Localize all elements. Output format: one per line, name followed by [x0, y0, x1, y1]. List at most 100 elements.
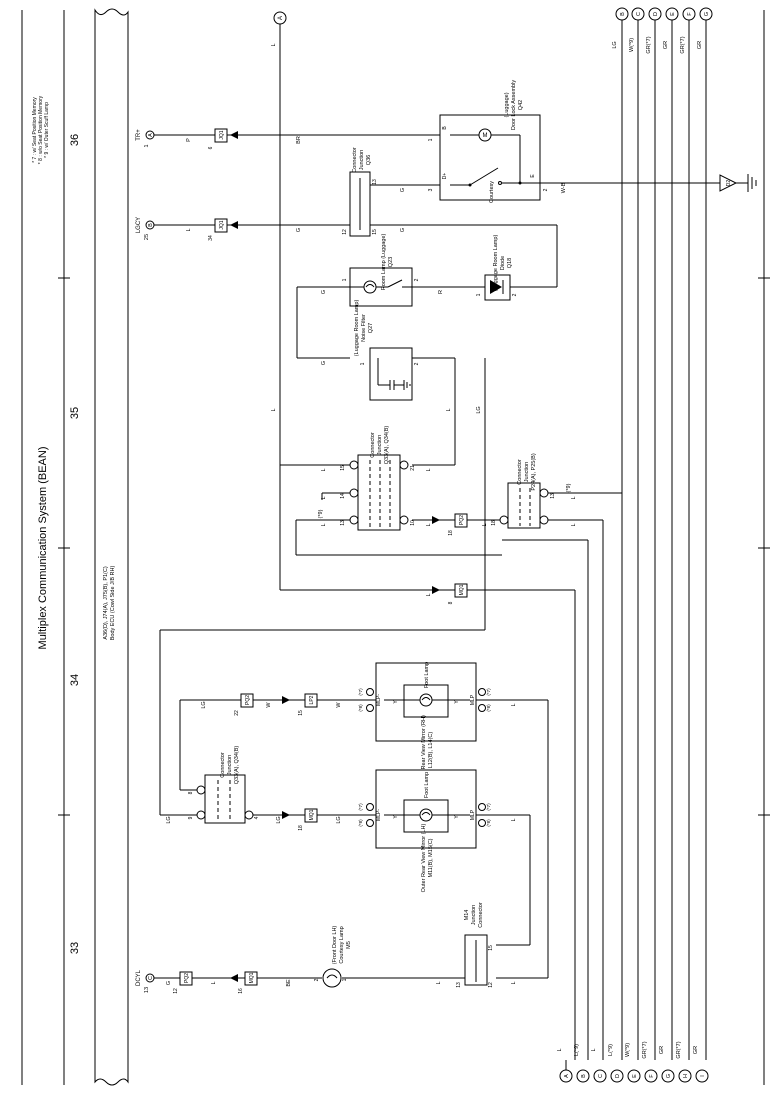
svg-text:4: 4 [254, 816, 260, 819]
connector-pq2-12: PQ2 12 [173, 971, 193, 994]
svg-text:Q23: Q23 [388, 257, 394, 267]
svg-text:C: C [636, 12, 642, 16]
svg-text:GR: GR [663, 41, 669, 49]
svg-text:14: 14 [340, 493, 346, 499]
svg-text:3: 3 [428, 188, 434, 191]
svg-text:(Front Door LH): (Front Door LH) [332, 926, 338, 965]
svg-text:MQ1: MQ1 [249, 972, 255, 983]
svg-text:LG: LG [276, 816, 282, 823]
svg-text:PQ2: PQ2 [459, 515, 465, 525]
top-terminal-a: A [273, 11, 287, 25]
svg-text:LG: LG [201, 701, 207, 708]
svg-text:GR(*7): GR(*7) [676, 1041, 682, 1058]
connector-mq1-16: MQ1 16 [238, 971, 258, 994]
svg-text:(*8): (*8) [358, 819, 363, 827]
grid-number-33: 33 [69, 942, 81, 954]
svg-text:C: C [598, 1074, 604, 1078]
svg-text:(*7): (*7) [486, 688, 491, 696]
svg-text:G: G [321, 290, 327, 294]
svg-text:DCYL: DCYL [136, 969, 142, 986]
svg-text:Q18: Q18 [507, 258, 513, 268]
svg-text:12: 12 [173, 988, 179, 994]
svg-text:PQ2: PQ2 [245, 695, 251, 705]
svg-text:18: 18 [491, 520, 497, 526]
svg-text:MLP-: MLP- [376, 809, 382, 821]
svg-text:15: 15 [372, 229, 378, 235]
outer-mirror-lh-m11: Foot Lamp M11(B), M15(C) Outer Rear View… [358, 769, 491, 893]
svg-text:L: L [511, 703, 517, 706]
svg-text:GR: GR [693, 1046, 699, 1054]
svg-text:1: 1 [342, 978, 348, 981]
connector-lp2-15: LP2 15 [298, 693, 318, 716]
svg-text:2: 2 [314, 978, 320, 981]
svg-text:Q36: Q36 [366, 155, 372, 165]
footnote-7: * 7 : w/ Seat Position Memory [32, 97, 38, 163]
svg-text:Q42: Q42 [518, 100, 524, 110]
room-lamp-q23: Q23 Room Lamp (Luggage) 1 2 [342, 234, 420, 307]
svg-text:Junction: Junction [524, 462, 530, 483]
svg-text:Connector: Connector [370, 432, 376, 458]
svg-text:W(*9): W(*9) [625, 1043, 631, 1057]
svg-text:13: 13 [550, 493, 556, 499]
svg-text:L: L [186, 228, 192, 231]
svg-text:BR: BR [296, 136, 302, 144]
svg-text:D+: D+ [442, 173, 448, 180]
connector-arrows [230, 131, 440, 982]
svg-text:A: A [564, 1074, 570, 1078]
outer-mirror-rh-l12: Foot Lamp L12(B), L14(C) Outer Rear View… [358, 662, 491, 785]
svg-text:G: G [400, 188, 406, 192]
svg-text:W(*9): W(*9) [629, 38, 635, 52]
svg-text:Q33(A), Q34(B): Q33(A), Q34(B) [234, 746, 240, 785]
junction-connector-q36: Q36 Junction Connector 13 15 12 [342, 147, 378, 237]
svg-text:MQ1: MQ1 [309, 809, 315, 820]
svg-text:L: L [321, 523, 327, 526]
svg-text:10: 10 [410, 520, 416, 526]
svg-text:Foot Lamp: Foot Lamp [424, 662, 430, 688]
page-title: Multiplex Communication System (BEAN) [37, 447, 49, 650]
svg-text:D2: D2 [726, 180, 732, 187]
svg-text:1: 1 [428, 138, 434, 141]
grid-number-34: 34 [69, 674, 81, 686]
svg-text:P: P [186, 138, 192, 142]
svg-text:MQ1: MQ1 [459, 584, 465, 595]
svg-text:8: 8 [188, 791, 194, 794]
svg-text:Room Lamp (Luggage): Room Lamp (Luggage) [381, 234, 387, 291]
svg-text:E: E [632, 1074, 638, 1078]
svg-text:LP2: LP2 [309, 695, 315, 704]
svg-text:1: 1 [342, 278, 348, 281]
svg-text:M14: M14 [464, 910, 470, 921]
bottom-bus-terminals: A B C D E F G H I L L(*9) L L(*9) W(*9) … [557, 1041, 709, 1083]
svg-text:Outer Rear View Mirror (LH): Outer Rear View Mirror (LH) [421, 824, 427, 893]
svg-text:L: L [321, 468, 327, 471]
svg-text:GR: GR [697, 41, 703, 49]
svg-text:(Luggage): (Luggage) [504, 92, 510, 117]
svg-text:Junction: Junction [359, 150, 365, 171]
svg-text:L: L [211, 981, 217, 984]
svg-text:L: L [571, 523, 577, 526]
svg-text:P24(A), P25(B): P24(A), P25(B) [531, 453, 537, 490]
svg-text:L: L [511, 981, 517, 984]
svg-text:(*7): (*7) [486, 803, 491, 811]
body-ecu-outline [94, 8, 129, 1086]
svg-text:F: F [649, 1074, 655, 1078]
svg-text:1: 1 [360, 362, 366, 365]
svg-text:E: E [530, 174, 536, 178]
svg-text:LG: LG [476, 406, 482, 413]
svg-text:TR+: TR+ [136, 129, 142, 141]
svg-text:(*8): (*8) [486, 819, 491, 827]
svg-text:Y: Y [393, 815, 399, 819]
svg-text:L: L [426, 593, 432, 596]
svg-text:F: F [687, 12, 693, 16]
junction-connector-p24: P24(A), P25(B) Junction Connector 13 18 [491, 453, 556, 529]
svg-text:13: 13 [372, 179, 378, 185]
connector-pq2-18: PQ2 18 [448, 513, 468, 536]
svg-text:B: B [581, 1074, 587, 1078]
svg-text:(*7): (*7) [358, 803, 363, 811]
svg-text:6: 6 [208, 146, 214, 149]
svg-text:B: B [442, 126, 448, 130]
svg-text:13: 13 [456, 982, 462, 988]
svg-text:(*9): (*9) [566, 483, 572, 492]
svg-text:G: G [296, 228, 302, 232]
svg-text:G: G [704, 12, 710, 16]
